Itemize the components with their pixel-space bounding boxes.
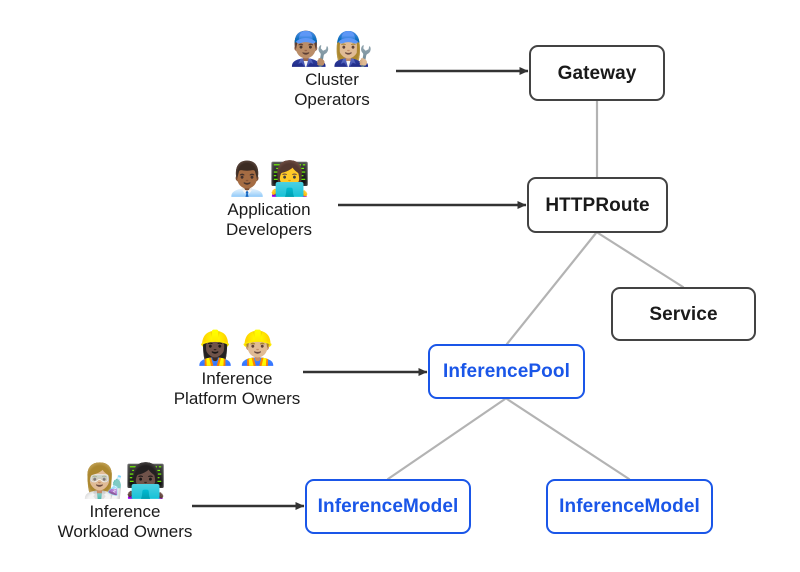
- persona-inference-workload-owners[interactable]: 👩🏼‍🔬👩🏿‍💻 Inference Workload Owners: [25, 461, 225, 543]
- edge-inferencepool-inferencemodel-2: [505, 397, 631, 481]
- persona-label: Application Developers: [226, 199, 312, 240]
- node-inferencemodel-1[interactable]: InferenceModel: [305, 479, 471, 534]
- node-label: InferenceModel: [317, 496, 459, 517]
- edge-inferencepool-inferencemodel-1: [386, 397, 507, 481]
- persona-cluster-operators[interactable]: 👨🏽‍🔧👩🏼‍🔧 Cluster Operators: [232, 29, 432, 111]
- persona-label: Cluster Operators: [294, 69, 370, 110]
- persona-label: Inference Platform Owners: [173, 368, 301, 409]
- node-inferencepool[interactable]: InferencePool: [428, 344, 585, 399]
- node-label: HTTPRoute: [545, 194, 650, 216]
- construction-workers-icon: 👷🏿‍♀️👷🏼‍♂️: [194, 328, 280, 367]
- node-inferencemodel-2[interactable]: InferenceModel: [546, 479, 713, 534]
- node-gateway[interactable]: Gateway: [529, 45, 665, 101]
- edge-httproute-inferencepool: [505, 231, 598, 346]
- node-service[interactable]: Service: [611, 287, 756, 341]
- node-label: Service: [649, 303, 718, 325]
- edge-httproute-service: [596, 231, 685, 289]
- node-label: Gateway: [557, 62, 637, 84]
- node-label: InferencePool: [443, 361, 570, 382]
- scientist-technologist-icon: 👩🏼‍🔬👩🏿‍💻: [82, 461, 168, 500]
- mechanics-icon: 👨🏽‍🔧👩🏼‍🔧: [289, 29, 375, 68]
- persona-application-developers[interactable]: 👨🏾‍💼👩‍💻 Application Developers: [169, 159, 369, 241]
- node-httproute[interactable]: HTTPRoute: [527, 177, 668, 233]
- persona-inference-platform-owners[interactable]: 👷🏿‍♀️👷🏼‍♂️ Inference Platform Owners: [137, 328, 337, 410]
- office-worker-technologist-icon: 👨🏾‍💼👩‍💻: [226, 159, 312, 198]
- persona-label: Inference Workload Owners: [57, 501, 193, 542]
- node-label: InferenceModel: [559, 496, 700, 517]
